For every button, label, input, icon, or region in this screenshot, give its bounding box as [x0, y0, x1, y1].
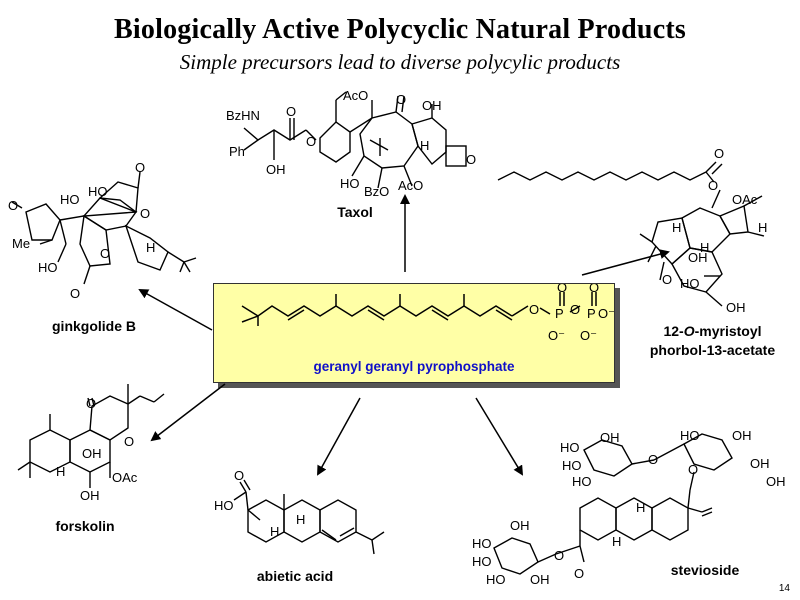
stevioside-O: O: [688, 462, 698, 477]
phorbol-label: 12-O-myristoyl phorbol-13-acetate: [625, 322, 800, 360]
precursor-box: O P O O P O O⁻ O⁻ O⁻ geranyl geranyl pyr…: [213, 280, 615, 383]
ginkgolide-HO: HO: [88, 184, 108, 199]
stevioside-H: H: [612, 534, 621, 549]
ginkgolide-label: ginkgolide B: [52, 318, 136, 334]
phorbol-structure: O O OAc H H OH H O HO OH: [497, 146, 767, 315]
ginkgolide-HO: HO: [60, 192, 80, 207]
atom-O-minus: O⁻: [548, 328, 565, 343]
abietic-HO: HO: [214, 498, 234, 513]
phorbol-O: O: [714, 146, 724, 161]
taxol-Ph: Ph: [229, 144, 245, 159]
forskolin-OH: OH: [80, 488, 100, 503]
forskolin-OAc: OAc: [112, 470, 138, 485]
ggpp-structure: O P O O P O O⁻ O⁻ O⁻: [241, 280, 615, 343]
stevioside-OH: OH: [510, 518, 530, 533]
taxol-O: O: [396, 92, 406, 107]
taxol-O: O: [306, 134, 316, 149]
ginkgolide-O: O: [8, 198, 18, 213]
abietic-structure: O HO H H: [214, 468, 385, 555]
stevioside-HO: HO: [486, 572, 506, 587]
phorbol-label-italic: O: [683, 323, 695, 339]
arrow-to-ginkgolide: [138, 289, 213, 331]
atom-O: O: [570, 302, 580, 317]
taxol-HO: HO: [340, 176, 360, 191]
ginkgolide-O: O: [70, 286, 80, 301]
stevioside-structure: OH HO HO HO O HO OH OH OH O H H OH HO HO…: [472, 428, 786, 587]
forskolin-label: forskolin: [55, 518, 115, 534]
stevioside-HO: HO: [472, 536, 492, 551]
stevioside-label: stevioside: [670, 562, 740, 578]
page-number: 14: [778, 583, 790, 594]
taxol-BzHN: BzHN: [226, 108, 260, 123]
arrow-to-phorbol: [581, 249, 670, 276]
abietic-label: abietic acid: [256, 568, 334, 584]
taxol-O: O: [466, 152, 476, 167]
phorbol-label-line2: phorbol-13-acetate: [649, 342, 776, 358]
phorbol-label-rest: -myristoyl: [694, 323, 762, 339]
taxol-O: O: [286, 104, 296, 119]
stevioside-H: H: [636, 500, 645, 515]
atom-P: P: [587, 306, 596, 321]
taxol-BzO: BzO: [364, 184, 389, 199]
phorbol-H: H: [672, 220, 681, 235]
forskolin-H: H: [56, 464, 65, 479]
taxol-AcO: AcO: [398, 178, 423, 193]
stevioside-O: O: [574, 566, 584, 581]
stevioside-OH: OH: [766, 474, 786, 489]
stevioside-OH: OH: [732, 428, 752, 443]
taxol-structure: BzHN Ph OH O O AcO O OH H O HO BzO AcO: [226, 88, 476, 199]
atom-O: O: [589, 284, 599, 295]
forskolin-OH: OH: [82, 446, 102, 461]
atom-O: O: [529, 302, 539, 317]
arrow-to-forskolin: [150, 383, 226, 442]
taxol-label: Taxol: [337, 204, 373, 220]
phorbol-HO: HO: [680, 276, 700, 291]
ginkgolide-O: O: [135, 160, 145, 175]
stevioside-OH: OH: [530, 572, 550, 587]
atom-O: O: [557, 284, 567, 295]
abietic-H: H: [270, 524, 279, 539]
taxol-H: H: [420, 138, 429, 153]
taxol-AcO: AcO: [343, 88, 368, 103]
abietic-H: H: [296, 512, 305, 527]
arrow-to-stevioside: [475, 397, 524, 476]
phorbol-H: H: [700, 240, 709, 255]
arrow-to-abietic: [317, 397, 361, 476]
ginkgolide-H: H: [146, 240, 155, 255]
phorbol-O: O: [708, 178, 718, 193]
ginkgolide-O: O: [100, 246, 110, 261]
atom-O-minus: O⁻: [598, 306, 614, 321]
stevioside-HO: HO: [560, 440, 580, 455]
ginkgolide-HO: HO: [38, 260, 58, 275]
stevioside-O: O: [554, 548, 564, 563]
stevioside-OH: OH: [750, 456, 770, 471]
ginkgolide-structure: O HO HO O O Me HO O O H: [8, 160, 197, 301]
phorbol-OH: OH: [688, 250, 708, 265]
forskolin-O: O: [124, 434, 134, 449]
stevioside-HO: HO: [680, 428, 700, 443]
taxol-OH: OH: [266, 162, 286, 177]
stevioside-HO: HO: [472, 554, 492, 569]
page-subtitle: Simple precursors lead to diverse polycy…: [179, 50, 621, 74]
forskolin-structure: O O OH H OAc OH: [17, 384, 165, 503]
stevioside-O: O: [648, 452, 658, 467]
forskolin-O: O: [86, 396, 96, 411]
atom-P: P: [555, 306, 564, 321]
phorbol-label-prefix: 12-: [663, 323, 684, 339]
stevioside-HO: HO: [572, 474, 592, 489]
ginkgolide-Me: Me: [12, 236, 30, 251]
phorbol-OAc: OAc: [732, 192, 758, 207]
stevioside-HO: HO: [562, 458, 582, 473]
precursor-label: geranyl geranyl pyrophosphate: [313, 359, 515, 374]
ginkgolide-O: O: [140, 206, 150, 221]
phorbol-OH: OH: [726, 300, 746, 315]
phorbol-O: O: [662, 272, 672, 287]
phorbol-H: H: [758, 220, 767, 235]
page-title: Biologically Active Polycyclic Natural P…: [114, 14, 686, 45]
abietic-O: O: [234, 468, 244, 483]
taxol-OH: OH: [422, 98, 442, 113]
atom-O-minus: O⁻: [580, 328, 597, 343]
stevioside-OH: OH: [600, 430, 620, 445]
